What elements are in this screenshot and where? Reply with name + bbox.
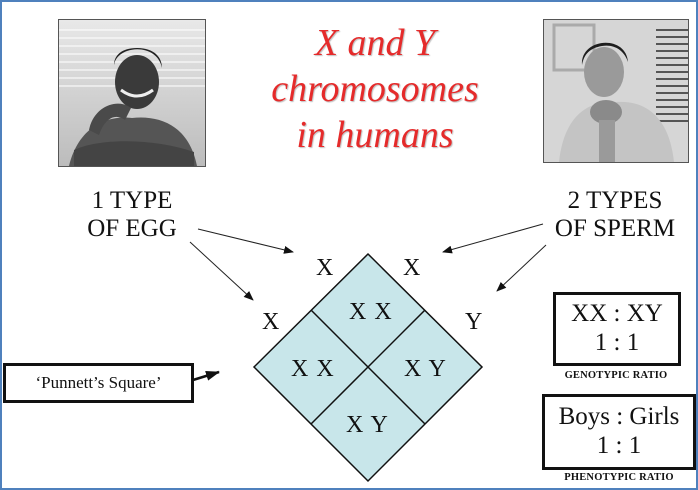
cell-right: X Y bbox=[404, 356, 447, 382]
cell-top: X X bbox=[349, 299, 393, 325]
phenotypic-ratio-caption: PHENOTYPIC RATIO bbox=[564, 472, 674, 483]
genotypic-ratio-line2: 1 : 1 bbox=[594, 329, 640, 356]
title-line-1: X and Y bbox=[314, 22, 436, 64]
genotypic-ratio-line1: XX : XY bbox=[571, 300, 663, 327]
phenotypic-ratio-line1: Boys : Girls bbox=[558, 403, 680, 430]
genotypic-ratio-box: XX : XY 1 : 1 bbox=[553, 292, 681, 366]
egg-allele-top: X bbox=[316, 255, 334, 281]
callout-arrow bbox=[192, 370, 220, 382]
sperm-allele-top: X bbox=[403, 255, 421, 281]
cell-bottom: X Y bbox=[346, 412, 389, 438]
male-portrait-photo bbox=[543, 19, 689, 163]
phenotypic-ratio-box: Boys : Girls 1 : 1 bbox=[542, 394, 696, 470]
punnett-square-callout: ‘Punnett’s Square’ bbox=[3, 363, 194, 403]
egg-arrow-top bbox=[197, 228, 294, 254]
female-portrait-photo bbox=[58, 19, 206, 167]
egg-type-label: 1 TYPE OF EGG bbox=[87, 187, 177, 242]
genotypic-ratio-caption: GENOTYPIC RATIO bbox=[564, 370, 668, 381]
egg-allele-left: X bbox=[262, 309, 280, 335]
slide-title: X and Y chromosomes in humans bbox=[250, 20, 500, 158]
phenotypic-ratio-line2: 1 : 1 bbox=[596, 432, 642, 459]
sperm-type-label: 2 TYPES OF SPERM bbox=[554, 187, 676, 242]
egg-arrow-left bbox=[189, 241, 254, 301]
sperm-arrow-top bbox=[442, 223, 544, 254]
title-line-3: in humans bbox=[296, 114, 454, 156]
cell-left: X X bbox=[291, 356, 335, 382]
sperm-allele-right: Y bbox=[465, 309, 483, 335]
sperm-arrow-right bbox=[496, 244, 547, 292]
title-line-2: chromosomes bbox=[271, 68, 479, 110]
